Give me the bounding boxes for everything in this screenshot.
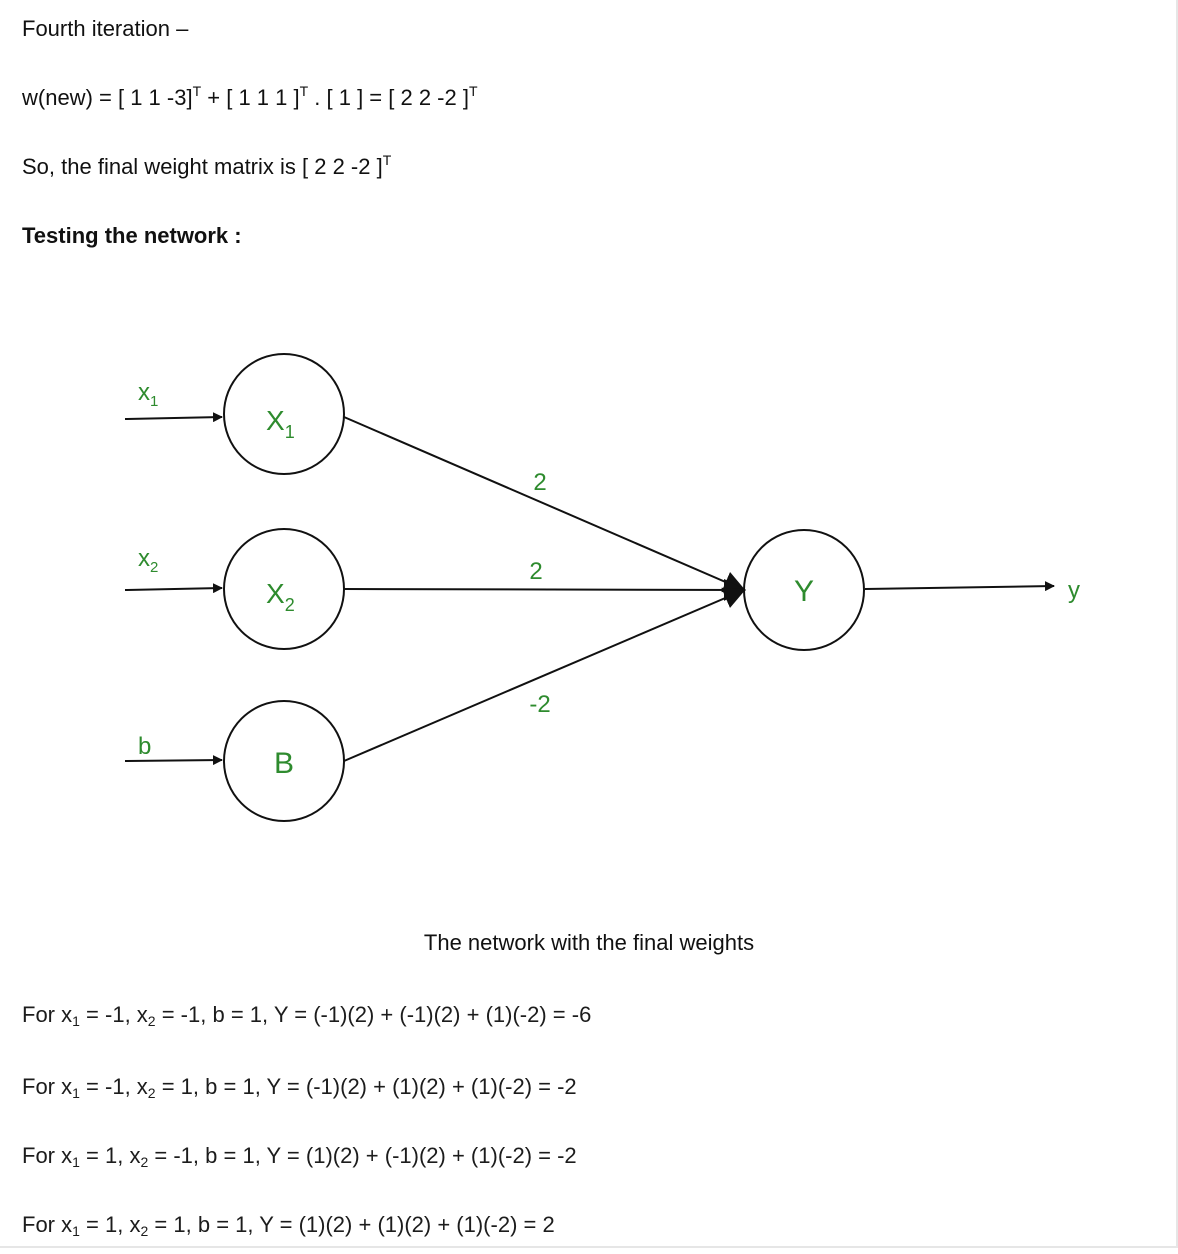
edge-x1-to-y — [343, 416, 746, 593]
node-label-x2: X2 — [266, 578, 295, 615]
test-case-3: For x1 = 1, x2 = -1, b = 1, Y = (1)(2) +… — [22, 1143, 577, 1170]
weight-update-equation: w(new) = [ 1 1 -3]T + [ 1 1 1 ]T . [ 1 ]… — [22, 84, 478, 112]
input-label-x1: x1 — [138, 379, 158, 410]
test-case-4: For x1 = 1, x2 = 1, b = 1, Y = (1)(2) + … — [22, 1212, 555, 1239]
weight-label-w1: 2 — [533, 469, 546, 496]
weight-update-result: . [ 1 ] = [ 2 2 -2 ] — [308, 85, 469, 110]
testing-heading: Testing the network : — [22, 223, 242, 248]
weight-label-w2: 2 — [529, 558, 542, 585]
output-label-y: y — [1068, 577, 1080, 604]
input-arrow-b — [124, 755, 223, 766]
transpose-mark: T — [192, 83, 202, 99]
final-weight-statement: So, the final weight matrix is [ 2 2 -2 … — [22, 153, 391, 181]
weight-label-wb: -2 — [529, 691, 550, 718]
edge-x2-to-y — [343, 578, 746, 601]
input-label-x2: x2 — [138, 545, 158, 576]
node-label-bias: B — [274, 747, 294, 780]
weight-update-lhs: w(new) = [ 1 1 -3] — [22, 85, 193, 110]
diagram-caption: The network with the final weights — [423, 930, 755, 955]
network-diagram: x1 x2 b X1 X2 B Y 2 2 -2 y — [124, 353, 1080, 822]
input-arrow-x2 — [124, 583, 223, 594]
input-label-b: b — [138, 733, 151, 760]
node-label-output: Y — [794, 575, 814, 608]
transpose-mark: T — [382, 152, 392, 168]
iteration-heading: Fourth iteration – — [22, 16, 189, 41]
test-case-2: For x1 = -1, x2 = 1, b = 1, Y = (-1)(2) … — [22, 1074, 577, 1101]
edge-b-to-y — [343, 587, 746, 762]
node-label-x1: X1 — [266, 405, 295, 442]
test-case-1: For x1 = -1, x2 = -1, b = 1, Y = (-1)(2)… — [22, 1002, 592, 1029]
final-weight-text: So, the final weight matrix is [ 2 2 -2 … — [22, 154, 383, 179]
transpose-mark: T — [299, 83, 309, 99]
output-arrow — [864, 581, 1055, 592]
weight-update-plus: + [ 1 1 1 ] — [201, 85, 300, 110]
transpose-mark: T — [468, 83, 478, 99]
input-arrow-x1 — [124, 412, 223, 423]
node-x1 — [223, 353, 345, 475]
